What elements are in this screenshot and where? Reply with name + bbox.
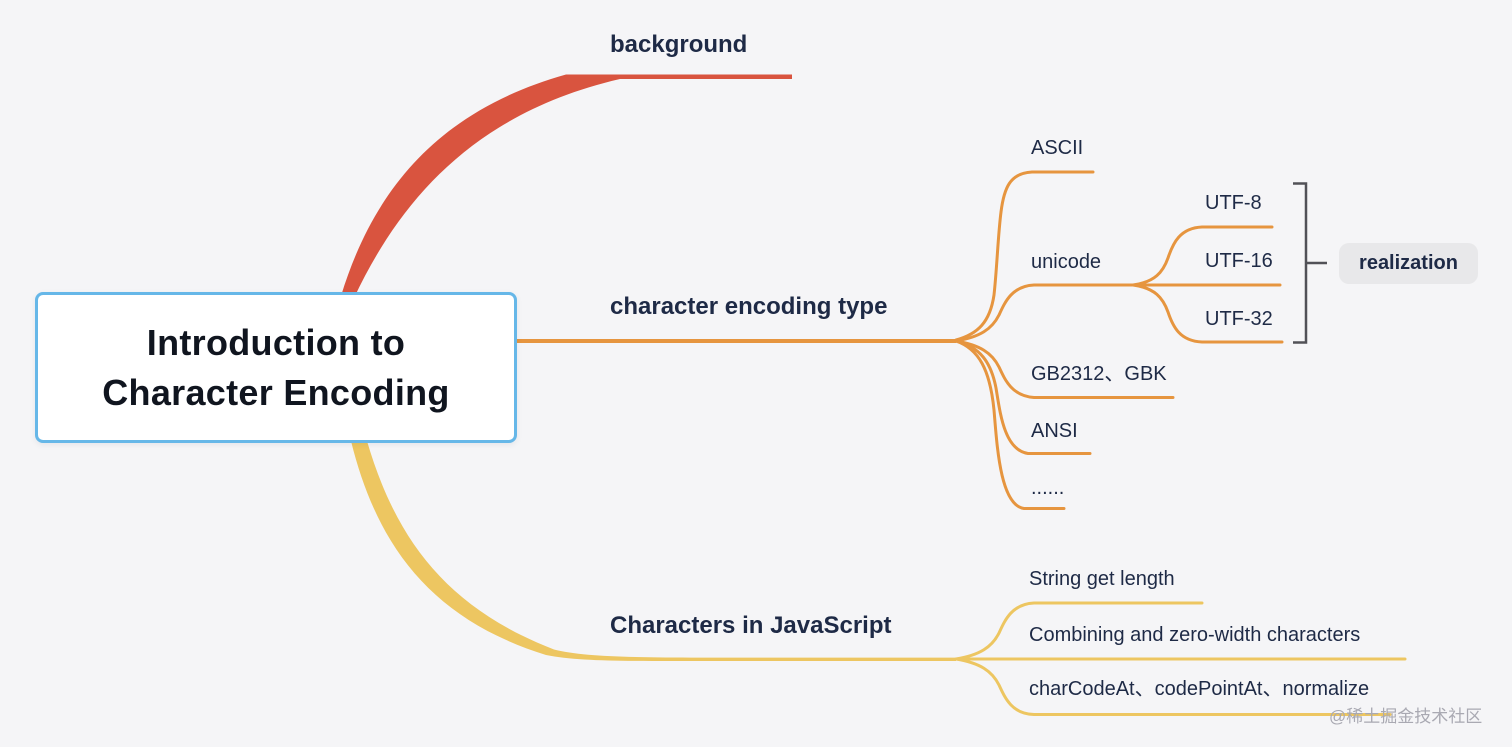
root-topic-title-line2: Character Encoding bbox=[102, 371, 450, 413]
branch-curve-unicode bbox=[954, 283, 1135, 343]
topic-more-ellipsis[interactable]: ...... bbox=[1031, 477, 1065, 499]
juejin-watermark: @稀土掘金技术社区 bbox=[1329, 707, 1483, 726]
topic-background[interactable]: background bbox=[610, 31, 748, 58]
topic-unicode[interactable]: unicode bbox=[1031, 251, 1102, 273]
topic-ansi[interactable]: ANSI bbox=[1031, 420, 1078, 442]
branch-curve-charcodeat bbox=[954, 657, 1392, 716]
branch-curve-string-length bbox=[954, 601, 1204, 661]
topic-gb2312-gbk[interactable]: GB2312、GBK bbox=[1031, 363, 1167, 385]
topic-ascii[interactable]: ASCII bbox=[1031, 137, 1084, 159]
branch-curve-ansi bbox=[954, 339, 1092, 455]
branch-curve-more bbox=[954, 339, 1066, 510]
topic-utf32[interactable]: UTF-32 bbox=[1205, 308, 1273, 330]
topic-characters-in-javascript[interactable]: Characters in JavaScript bbox=[610, 612, 892, 639]
branch-curve-ascii bbox=[954, 170, 1095, 342]
branch-curve-background bbox=[341, 74, 792, 298]
summary-bracket[interactable] bbox=[1293, 182, 1327, 344]
topic-charcodeat-codepointat-normalize[interactable]: charCodeAt、codePointAt、normalize bbox=[1029, 678, 1370, 700]
topic-utf8[interactable]: UTF-8 bbox=[1205, 192, 1262, 214]
summary-realization[interactable]: realization bbox=[1339, 243, 1478, 284]
root-topic[interactable]: Introduction to Character Encoding bbox=[35, 292, 517, 443]
topic-string-get-length[interactable]: String get length bbox=[1029, 568, 1175, 590]
branch-curve-utf8 bbox=[1131, 225, 1274, 287]
topic-combining-zero-width[interactable]: Combining and zero-width characters bbox=[1029, 624, 1361, 646]
branch-curve-gb2312 bbox=[954, 339, 1175, 399]
branch-curve-utf32 bbox=[1131, 283, 1284, 344]
topic-character-encoding-type[interactable]: character encoding type bbox=[610, 293, 888, 320]
root-topic-title-line1: Introduction to bbox=[146, 321, 406, 363]
topic-utf16[interactable]: UTF-16 bbox=[1205, 250, 1273, 272]
